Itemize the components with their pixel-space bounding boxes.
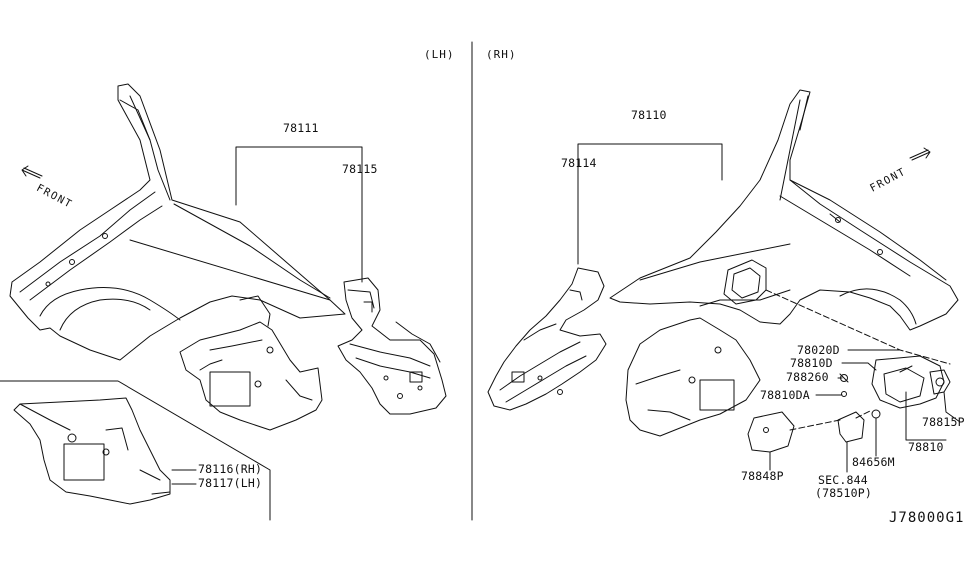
wheelhouse-rh — [625, 317, 761, 437]
label-78848P: 78848P — [741, 469, 784, 483]
label-78115: 78115 — [342, 162, 378, 176]
label-78510P: (78510P) — [815, 486, 872, 500]
lh-header: (LH) — [424, 48, 455, 61]
label-84656M: 84656M — [852, 455, 895, 469]
part-78114-rh — [487, 267, 607, 411]
label-78111: 78111 — [283, 121, 319, 135]
rh-header: (RH) — [486, 48, 517, 61]
fuel-pocket-rh — [723, 259, 767, 305]
part-78115-lh — [337, 277, 447, 415]
label-78810: 78810 — [908, 440, 944, 454]
quarter-panel-rh — [609, 89, 959, 331]
label-78020D: 78020D — [797, 343, 840, 357]
label-78815P: 78815P — [922, 415, 965, 429]
label-78810D: 78810D — [790, 356, 833, 370]
quarter-panel-lh — [9, 83, 346, 361]
fuel-leaders — [769, 349, 961, 473]
wheelhouse-lh — [179, 295, 323, 431]
leader-78110 — [577, 143, 723, 265]
front-arrow-left-icon — [21, 165, 43, 179]
leader-78111 — [235, 146, 363, 283]
inset-box-lh — [0, 380, 271, 521]
front-arrow-right-icon — [909, 147, 931, 161]
label-78117: 78117(LH) — [198, 476, 263, 490]
label-78116: 78116(RH) — [198, 462, 263, 476]
label-78810DA: 78810DA — [760, 388, 810, 402]
label-78114: 78114 — [561, 156, 597, 170]
fuel-lid-assembly — [747, 355, 951, 453]
diagram-code: J78000G1 — [889, 510, 965, 526]
label-788260: 788260 — [786, 370, 829, 384]
label-sec844: SEC.844 — [818, 473, 868, 487]
label-78110: 78110 — [631, 108, 667, 122]
